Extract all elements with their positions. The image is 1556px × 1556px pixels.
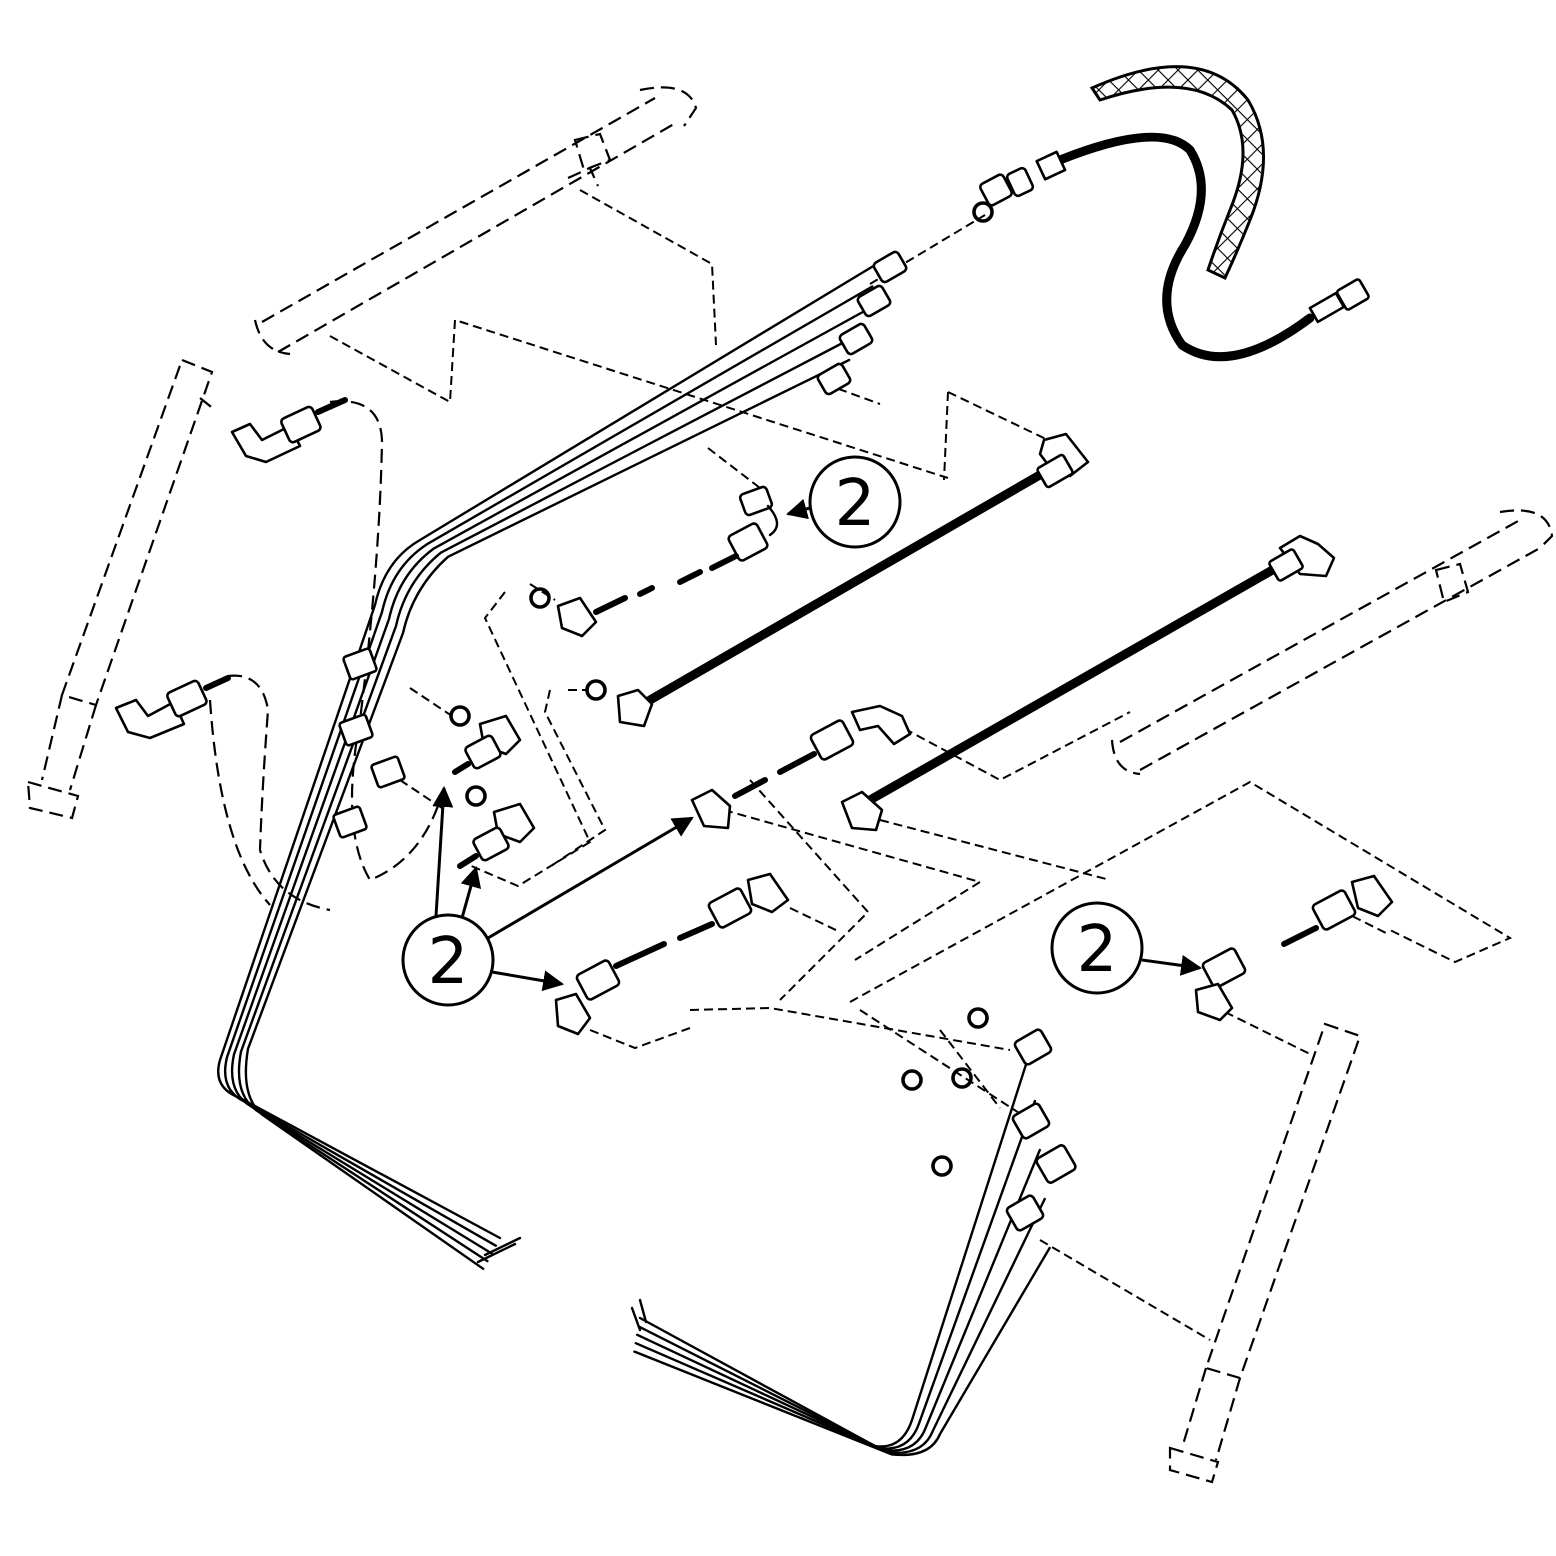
callout-center-label: 2: [428, 925, 469, 999]
rigid-tube-bundle-left: [217, 260, 882, 1270]
rigid-tube-right-2: [637, 1099, 1037, 1450]
rigid-tube-right-3: [636, 1148, 1041, 1452]
rigid-tube-left-2: [223, 285, 874, 1247]
hose-assembly-right-small: [1194, 874, 1394, 1022]
dashed-hose-loops: [208, 400, 442, 912]
ghost-cylinder-right-bottom: [1168, 1022, 1362, 1484]
hose-assembly-middle: [690, 704, 912, 830]
callout-right-label: 2: [1077, 913, 1118, 987]
elbow-fitting-left-lower: [114, 675, 231, 740]
tube-cut-ends: [476, 1236, 648, 1332]
short-hoses-left: [449, 705, 536, 869]
tube-end-fittings-top: [816, 250, 908, 396]
rigid-tube-left-4: [237, 334, 859, 1263]
callout-top-label: 2: [835, 467, 876, 541]
hose-end-fitting-top: [972, 173, 1014, 223]
rigid-tube-left-1: [217, 260, 882, 1240]
hose-assembly-diagonal-1: [616, 432, 1090, 728]
ghost-cylinder-right-top: [1110, 509, 1554, 776]
ghost-cylinder-left: [26, 358, 216, 820]
rigid-tube-left-5: [244, 358, 851, 1270]
hose-assembly-left-center: [529, 585, 655, 701]
rigid-tube-left-3: [230, 309, 866, 1255]
hose-assembly-lower-center: [554, 872, 790, 1036]
hose-assembly-diagonal-2: [840, 534, 1336, 832]
callout-right: 2: [1050, 901, 1203, 995]
elbow-fitting-left-upper: [230, 397, 348, 464]
callout-center: 2: [401, 785, 694, 1007]
hose-assembly-top-center: [677, 485, 779, 585]
braided-hose-sleeve: [1089, 65, 1265, 280]
rigid-tube-bundle-right: [633, 1050, 1051, 1457]
rigid-tube-right-4: [634, 1197, 1046, 1455]
rigid-tube-right-5: [633, 1246, 1051, 1457]
ghost-cylinder-top: [253, 86, 698, 356]
hydraulic-hose-main: [1005, 132, 1370, 362]
callout-top: 2: [785, 455, 902, 549]
tube-fittings-left: [332, 647, 406, 839]
rigid-tube-right-1: [638, 1050, 1032, 1448]
tube-fittings-right: [901, 1007, 1077, 1232]
leader-lines: [329, 189, 1513, 1341]
